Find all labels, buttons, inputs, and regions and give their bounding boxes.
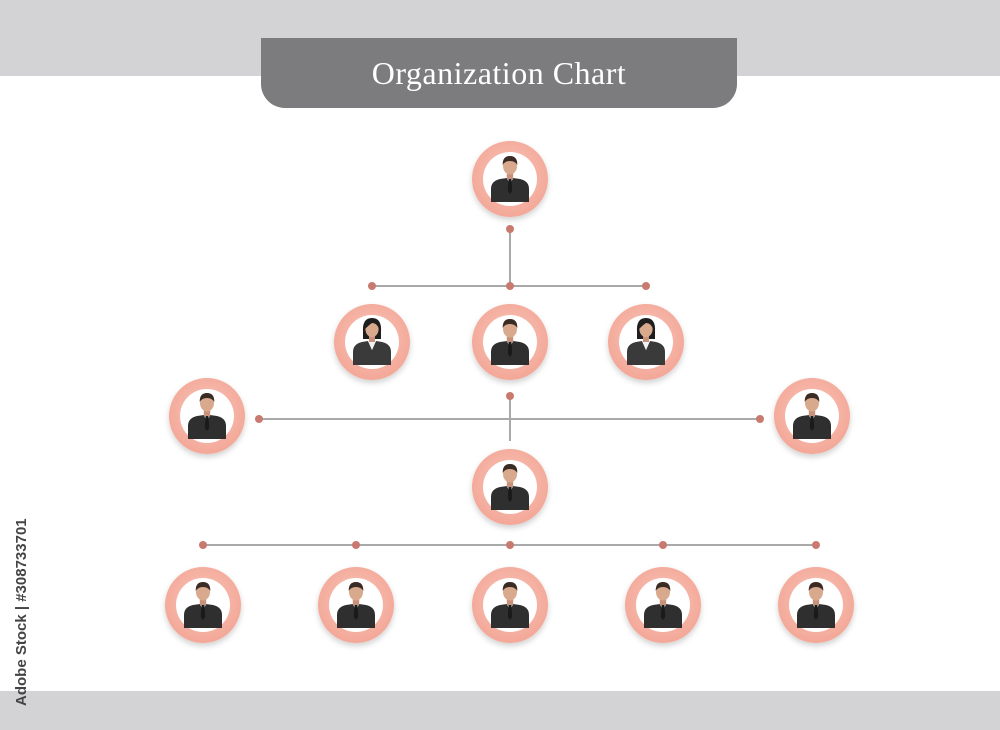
- connector-dots: [199, 225, 820, 549]
- connector-dot: [506, 225, 514, 233]
- org-node-side-right: [774, 378, 850, 454]
- connector-dot: [255, 415, 263, 423]
- connector-dot: [199, 541, 207, 549]
- bottom-band: [0, 691, 1000, 730]
- connector-dot: [642, 282, 650, 290]
- connector-dot: [352, 541, 360, 549]
- org-node-l2-center: [472, 304, 548, 380]
- org-node-l4-3: [472, 567, 548, 643]
- connector-dot: [756, 415, 764, 423]
- org-node-l4-4: [625, 567, 701, 643]
- connector-dot: [506, 392, 514, 400]
- title-tab: Organization Chart: [261, 38, 737, 108]
- connector-dot: [506, 541, 514, 549]
- connector-dot: [812, 541, 820, 549]
- org-node-top: [472, 141, 548, 217]
- connector-dot: [368, 282, 376, 290]
- org-node-l2-right: [608, 304, 684, 380]
- org-node-l4-5: [778, 567, 854, 643]
- org-node-l4-2: [318, 567, 394, 643]
- org-node-l2-left: [334, 304, 410, 380]
- connector-dot: [659, 541, 667, 549]
- org-node-l4-1: [165, 567, 241, 643]
- connector-dot: [506, 282, 514, 290]
- org-node-side-left: [169, 378, 245, 454]
- chart-title: Organization Chart: [371, 54, 627, 91]
- stock-watermark: Adobe Stock | #308733701: [13, 518, 30, 706]
- org-node-mid: [472, 449, 548, 525]
